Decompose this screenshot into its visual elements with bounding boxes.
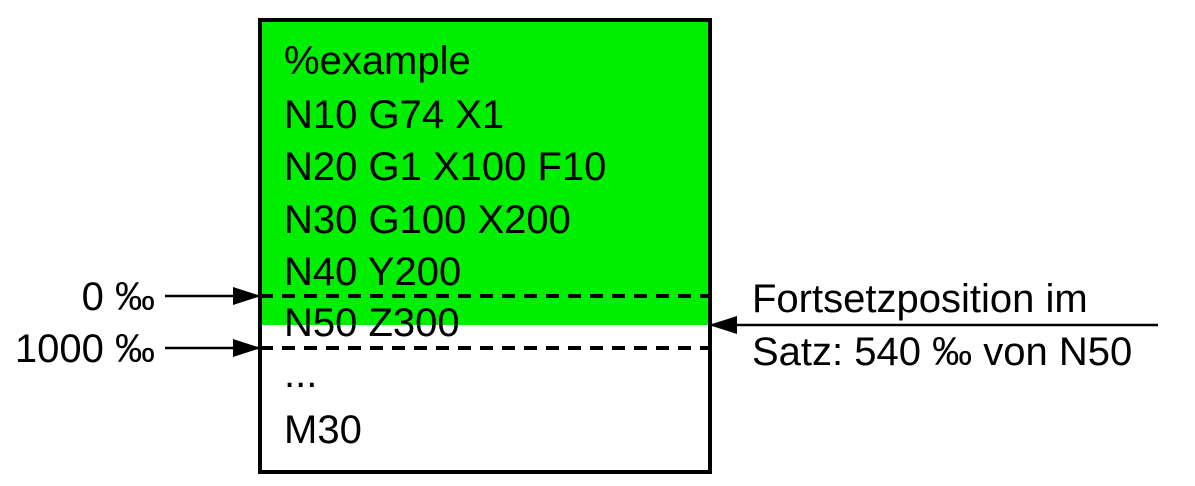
program-line-m30: M30: [284, 408, 362, 452]
program-line-n50: N50 Z300: [284, 301, 460, 345]
end-permille-label: 1000 ‰: [15, 327, 155, 371]
program-line-n10: N10 G74 X1: [284, 93, 504, 137]
start-permille-label: 0 ‰: [82, 275, 155, 319]
program-line-n20: N20 G1 X100 F10: [284, 145, 606, 189]
program-line-ellipsis: ...: [284, 352, 317, 396]
executed-region-highlight: [260, 20, 710, 325]
resume-note-line2: Satz: 540 ‰ von N50: [752, 330, 1132, 374]
program-box-border: [258, 18, 712, 474]
program-listing: %example N10 G74 X1 N20 G1 X100 F10 N30 …: [284, 39, 606, 452]
resume-note-line1: Fortsetzposition im: [752, 277, 1088, 321]
program-line-n40: N40 Y200: [284, 250, 461, 294]
program-line-n30: N30 G100 X200: [284, 198, 571, 242]
program-line-header: %example: [284, 39, 471, 83]
